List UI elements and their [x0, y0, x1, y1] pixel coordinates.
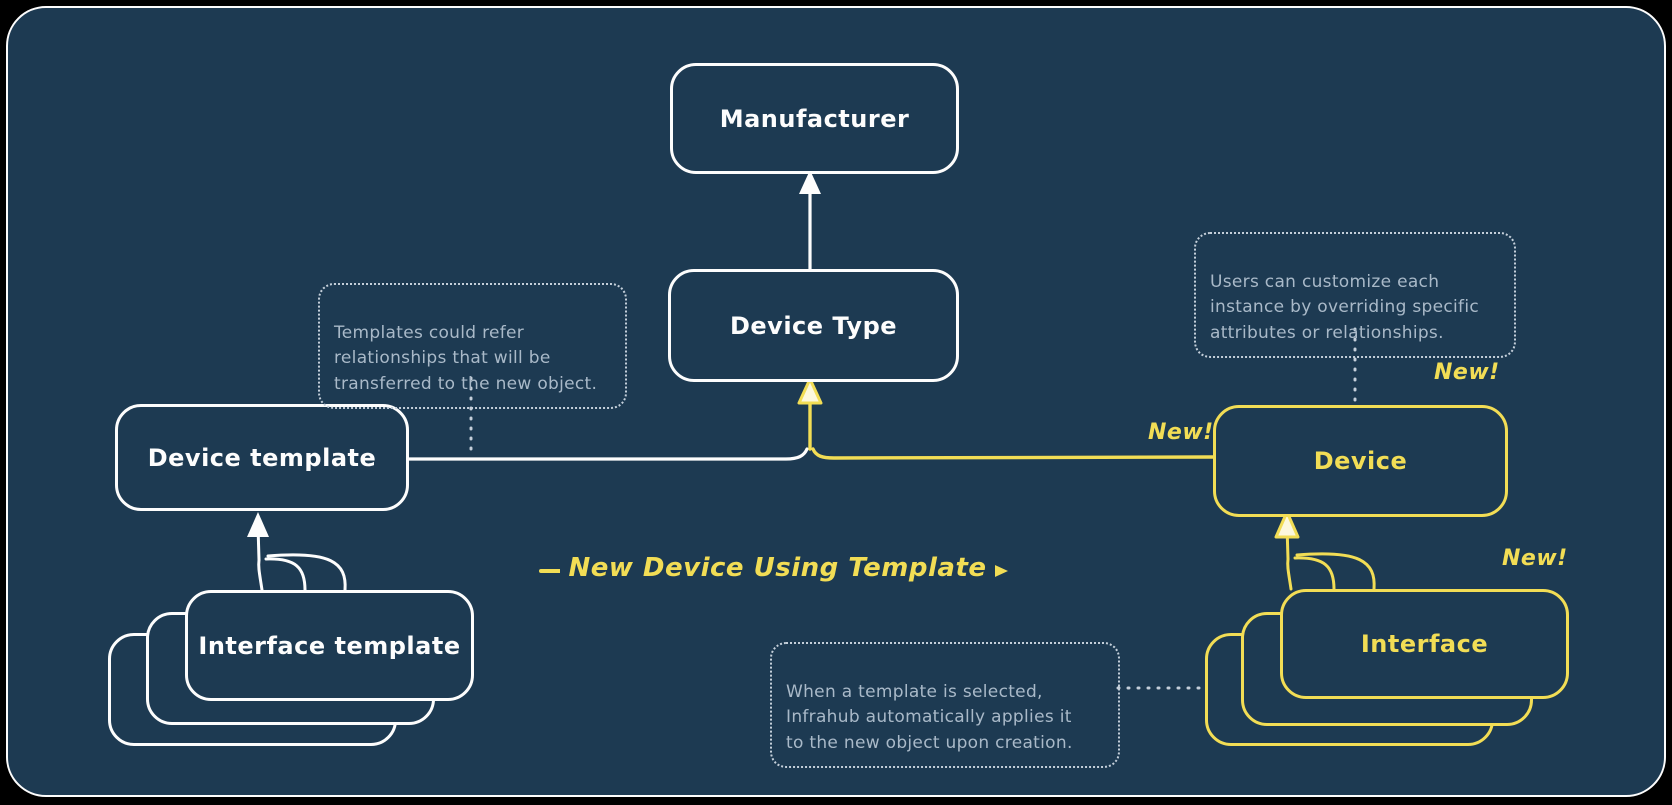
badge-new-link: New!: [1148, 420, 1214, 445]
note-template-applied-text: When a template is selected, Infrahub au…: [786, 681, 1073, 753]
node-manufacturer-label: Manufacturer: [719, 104, 910, 133]
badge-new-device: New!: [1434, 360, 1500, 385]
flow-label-text: New Device Using Template: [560, 553, 995, 583]
node-manufacturer: Manufacturer: [670, 63, 959, 174]
flow-label: New Device Using Template: [540, 553, 1015, 583]
badge-new-interface: New!: [1502, 546, 1568, 571]
node-device: Device: [1213, 405, 1508, 517]
node-device-label: Device: [1313, 447, 1408, 475]
node-interface: Interface: [1280, 589, 1569, 699]
note-users-customize: Users can customize each instance by ove…: [1194, 232, 1516, 358]
node-device-template: Device template: [115, 404, 409, 511]
node-device-type: Device Type: [668, 269, 959, 382]
note-templates-refer: Templates could refer relationships that…: [318, 283, 627, 409]
node-interface-template: Interface template: [185, 590, 474, 701]
note-users-customize-text: Users can customize each instance by ove…: [1210, 271, 1480, 343]
note-template-applied: When a template is selected, Infrahub au…: [770, 642, 1120, 768]
node-device-template-label: Device template: [147, 443, 377, 472]
node-interface-label: Interface: [1360, 630, 1489, 658]
note-templates-refer-text: Templates could refer relationships that…: [334, 322, 598, 394]
node-device-type-label: Device Type: [729, 311, 898, 340]
node-interface-template-label: Interface template: [198, 631, 461, 660]
